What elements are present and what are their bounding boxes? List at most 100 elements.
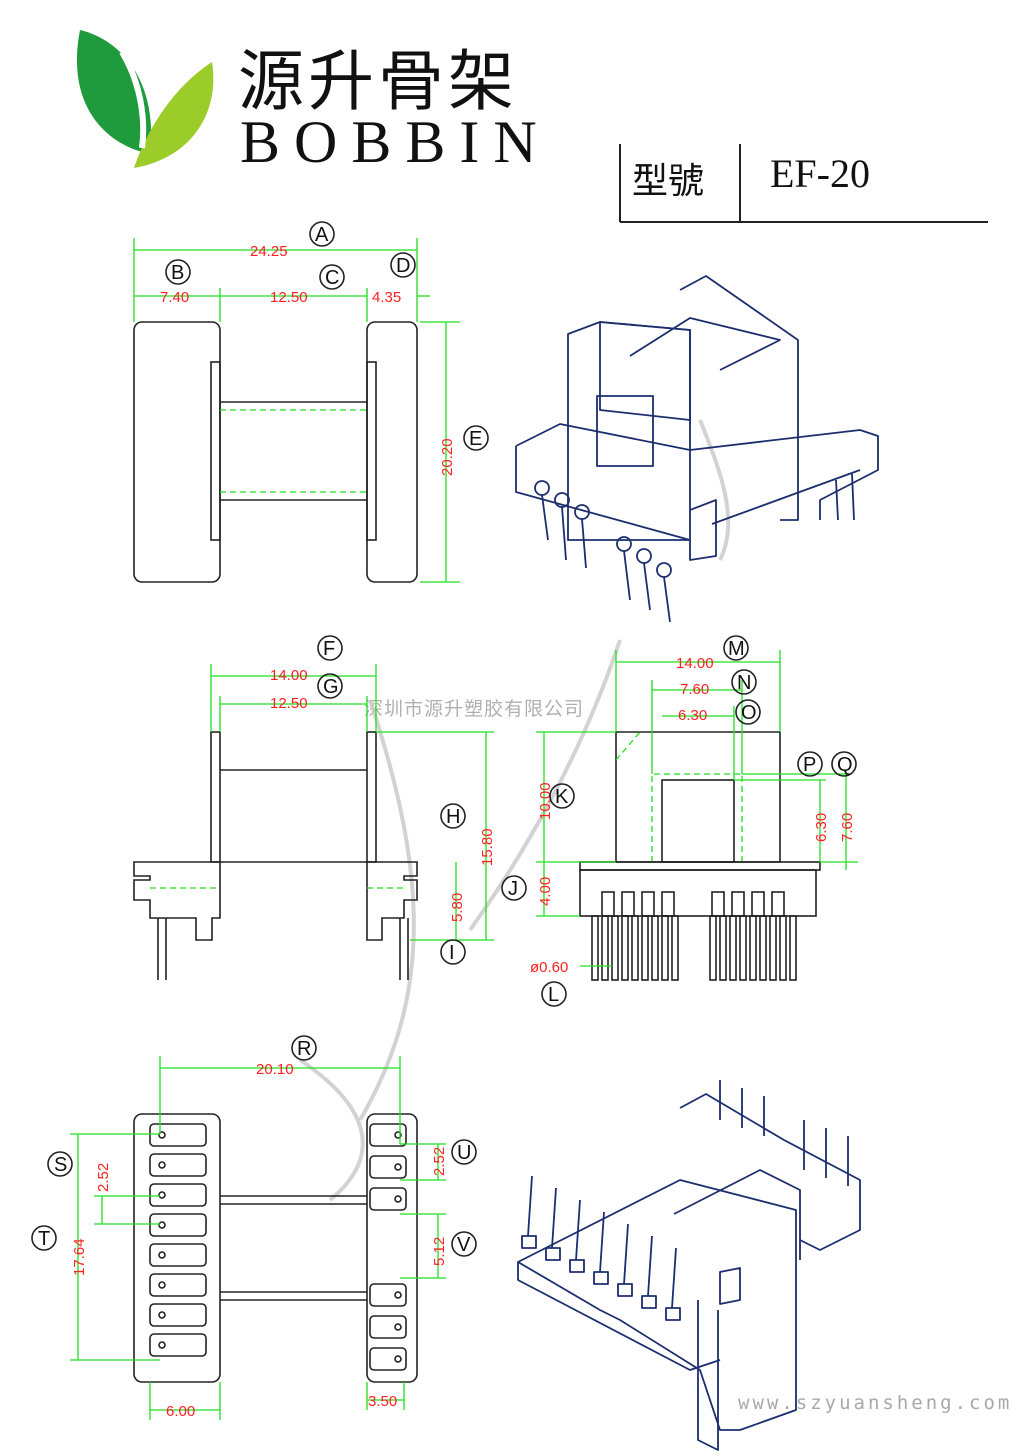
- callout-S: S: [47, 1151, 73, 1177]
- pin-hole: [158, 1221, 166, 1229]
- pin-hole: [158, 1161, 166, 1169]
- svg-text:C: C: [325, 267, 339, 289]
- pin-block: [593, 1271, 609, 1285]
- pin-row-front: [591, 891, 797, 981]
- dim-B: 7.40: [160, 289, 189, 306]
- pin: [719, 915, 727, 981]
- pin-slot: [149, 1183, 207, 1207]
- callout-P: P: [797, 751, 823, 777]
- callout-N: N: [731, 669, 757, 695]
- pin-block: [569, 1259, 585, 1273]
- svg-text:P: P: [803, 754, 816, 776]
- logo-mark: [76, 30, 214, 168]
- svg-text:B: B: [171, 262, 184, 284]
- pin-hole: [158, 1311, 166, 1319]
- pin-slot: [149, 1213, 207, 1237]
- pin: [575, 1199, 581, 1261]
- callout-T: T: [31, 1225, 57, 1251]
- side-view: 14.00 12.50 15.80 5.80 F G H I J: [133, 635, 527, 980]
- dim-N: 7.60: [680, 681, 709, 698]
- pin: [789, 915, 797, 981]
- pin: [709, 915, 717, 981]
- pin: [623, 1223, 629, 1285]
- dim-F: 14.00: [270, 667, 308, 684]
- pin: [661, 915, 669, 981]
- website-watermark: www.szyuansheng.com: [738, 1392, 1013, 1414]
- pin-slots-right: [369, 1123, 407, 1371]
- pin-hole: [158, 1251, 166, 1259]
- svg-text:R: R: [297, 1038, 311, 1060]
- dim-A: 24.25: [250, 243, 288, 260]
- callout-O: O: [735, 699, 761, 725]
- pin-boss: [711, 891, 725, 917]
- callout-B: B: [165, 259, 191, 285]
- company-watermark: 深圳市源升塑胶有限公司: [364, 698, 585, 720]
- pin-hole: [394, 1131, 402, 1139]
- svg-text:T: T: [38, 1228, 50, 1250]
- pin-block: [641, 1295, 657, 1309]
- pin: [591, 915, 599, 981]
- pin-slot: [149, 1123, 207, 1147]
- pin-hole: [394, 1291, 402, 1299]
- callout-C: C: [319, 264, 345, 290]
- pin: [759, 915, 767, 981]
- pin-boss: [601, 891, 615, 917]
- pin-boss: [771, 891, 785, 917]
- pin-boss: [751, 891, 765, 917]
- pin-block: [521, 1235, 537, 1249]
- pin-hole: [394, 1195, 402, 1203]
- pin-hole: [394, 1355, 402, 1363]
- pin: [729, 915, 737, 981]
- callout-R: R: [291, 1035, 317, 1061]
- pin-slot: [149, 1333, 207, 1357]
- pin: [671, 915, 679, 981]
- svg-text:G: G: [323, 676, 339, 698]
- pin-block: [665, 1307, 681, 1321]
- dim-S: 2.52: [95, 1163, 112, 1192]
- pins-iso-top: [534, 473, 855, 623]
- callout-G: G: [317, 673, 343, 699]
- pin-slot: [369, 1187, 407, 1211]
- pin-boss: [731, 891, 745, 917]
- model-value: EF-20: [770, 151, 870, 196]
- pin-slot: [369, 1123, 407, 1147]
- svg-text:O: O: [741, 702, 757, 724]
- svg-text:D: D: [396, 255, 410, 277]
- diagonal-watermark: [298, 419, 731, 1202]
- svg-text:J: J: [508, 878, 518, 900]
- pin-slot: [369, 1283, 407, 1307]
- dim-C: 12.50: [270, 289, 308, 306]
- dim-R: 20.10: [256, 1061, 294, 1078]
- pin-block: [545, 1247, 561, 1261]
- callout-I: I: [440, 939, 466, 965]
- dim-O: 6.30: [678, 707, 707, 724]
- pin-boss: [641, 891, 655, 917]
- pin-slots-left: [149, 1123, 207, 1357]
- pin: [779, 915, 787, 981]
- pin-hole: [158, 1341, 166, 1349]
- svg-text:E: E: [469, 428, 482, 450]
- brand-name-cn: 源升骨架: [238, 43, 518, 120]
- callout-K: K: [549, 783, 575, 809]
- dim-K: 10.00: [537, 782, 554, 820]
- pin-slot: [149, 1243, 207, 1267]
- pin: [641, 915, 649, 981]
- pin-slot: [369, 1347, 407, 1371]
- pin: [651, 915, 659, 981]
- dim-D: 4.35: [372, 289, 401, 306]
- dim-U: 2.52: [431, 1147, 448, 1176]
- callout-H: H: [440, 803, 466, 829]
- callout-E: E: [463, 425, 489, 451]
- pin: [599, 1211, 605, 1273]
- svg-text:N: N: [737, 672, 751, 694]
- dim-X: 3.50: [368, 1393, 397, 1410]
- pin: [601, 915, 609, 981]
- svg-text:L: L: [548, 984, 559, 1006]
- dim-E: 20.20: [439, 438, 456, 476]
- callout-U: U: [451, 1139, 477, 1165]
- pin-slot: [149, 1273, 207, 1297]
- pin-slot: [369, 1155, 407, 1179]
- pin-boss: [661, 891, 675, 917]
- svg-text:S: S: [54, 1154, 67, 1176]
